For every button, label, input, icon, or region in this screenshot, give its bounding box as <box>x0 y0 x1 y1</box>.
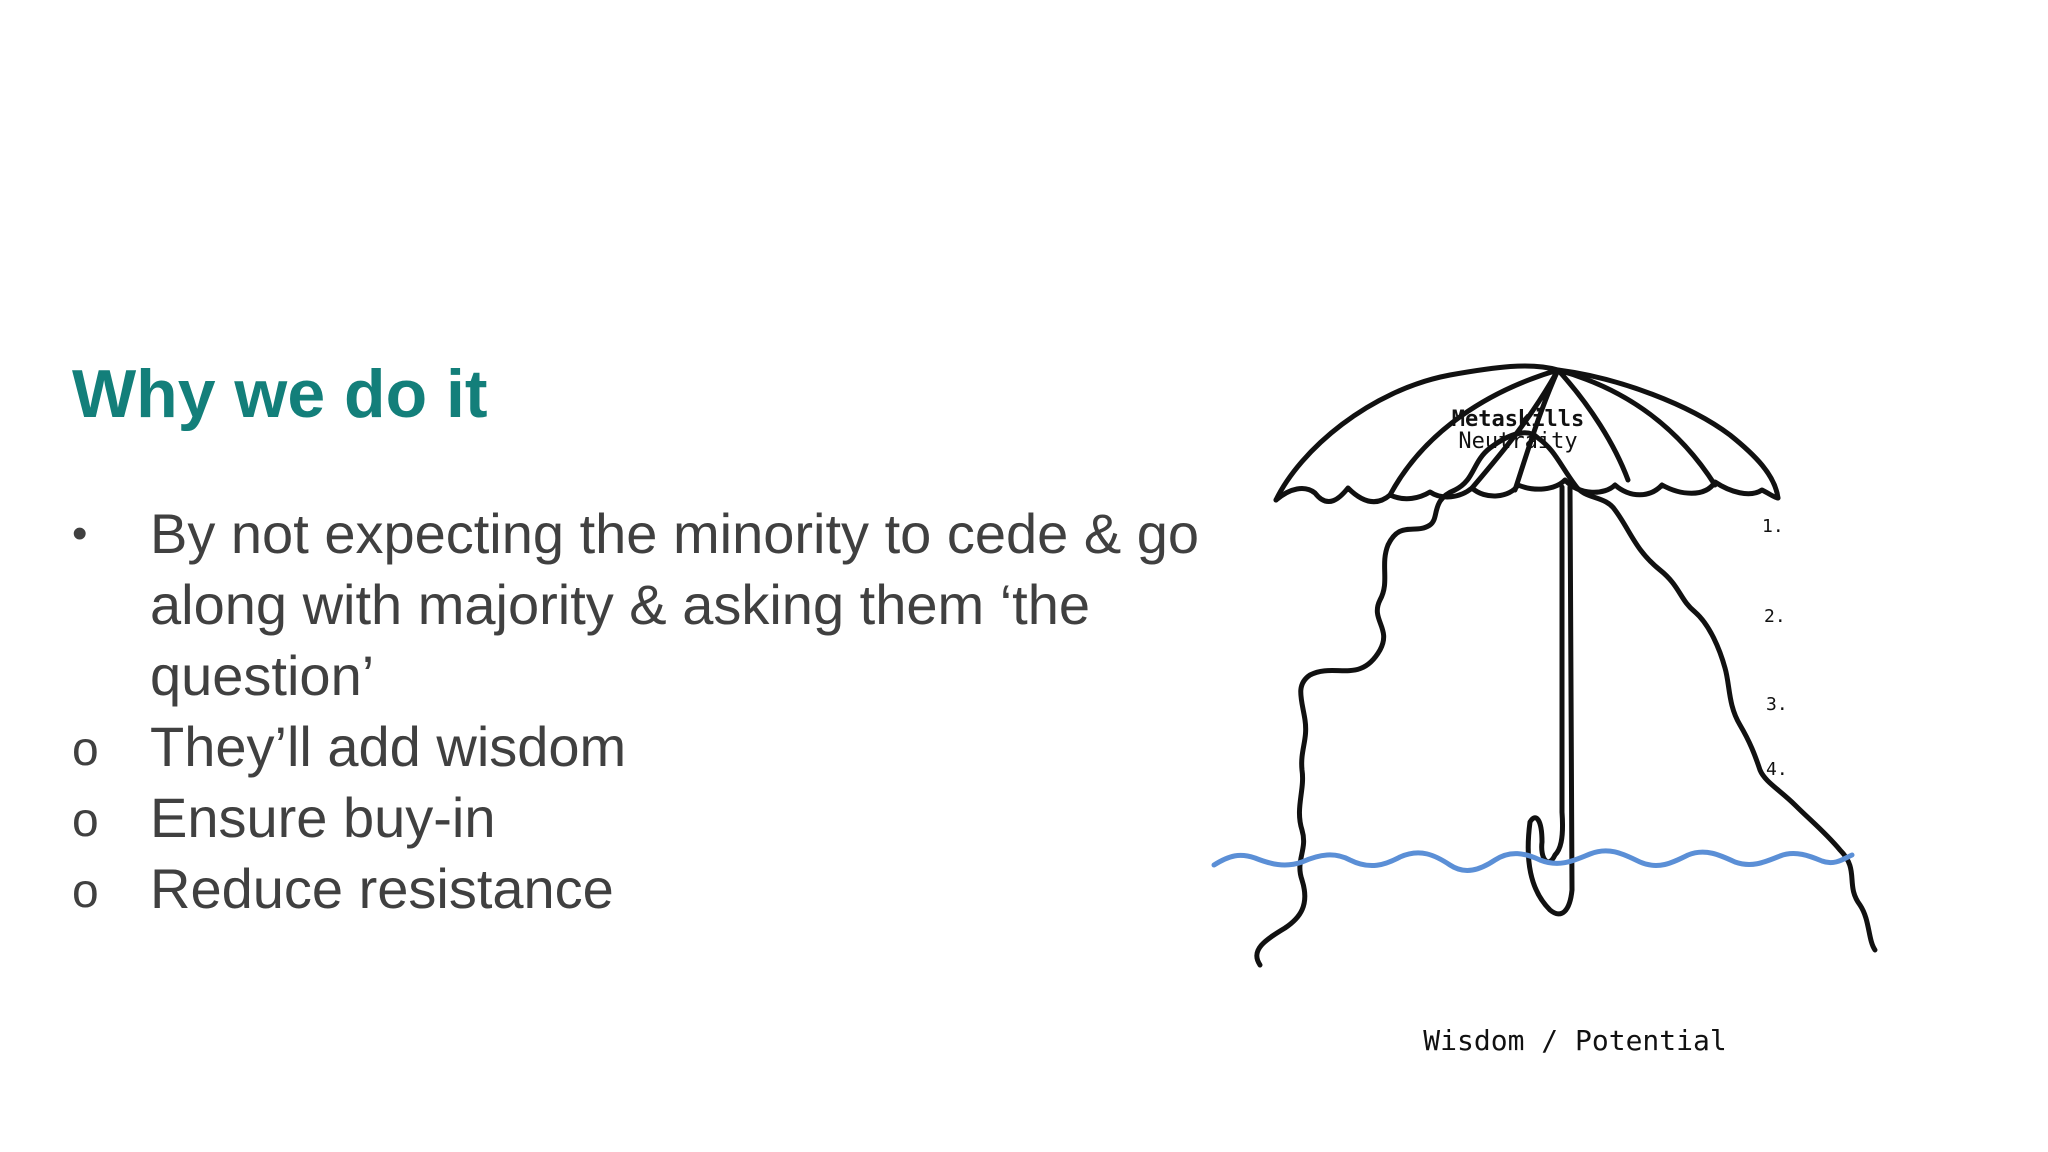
level-label: 2. <box>1764 606 1786 627</box>
bullet-text: They’ll add wisdom <box>150 715 627 778</box>
water-line <box>1211 848 1855 873</box>
sub-bullet-item: o They’ll add wisdom <box>72 711 1212 782</box>
level-label: 3. <box>1766 694 1788 715</box>
sub-bullet-item: o Reduce resistance <box>72 853 1212 924</box>
bullet-dot-icon: • <box>72 509 88 558</box>
bullet-circle-icon: o <box>72 865 99 918</box>
slide-title: Why we do it <box>72 356 488 432</box>
bullet-text: By not expecting the minority to cede & … <box>150 502 1200 707</box>
bullet-circle-icon: o <box>72 723 99 776</box>
level-label: 1. <box>1762 516 1784 537</box>
umbrella-scallops <box>1273 477 1781 505</box>
illustration-caption: Wisdom / Potential <box>1423 1024 1726 1057</box>
bullet-text: Ensure buy-in <box>150 786 496 849</box>
umbrella-iceberg-illustration: Metaskills Neutraity 1. 2. 3. 4. Wisdom … <box>1210 350 1930 1070</box>
iceberg-outline <box>1254 430 1878 968</box>
umbrella-label-top: Metaskills <box>1452 407 1584 432</box>
umbrella-ribs <box>1387 367 1718 498</box>
level-label: 4. <box>1766 759 1788 780</box>
bullet-text: Reduce resistance <box>150 857 614 920</box>
bullet-item: • By not expecting the minority to cede … <box>72 498 1212 711</box>
bullet-circle-icon: o <box>72 794 99 847</box>
umbrella-label-bottom: Neutraity <box>1458 429 1577 454</box>
umbrella-iceberg-sketch: Metaskills Neutraity 1. 2. 3. 4. Wisdom … <box>1211 363 1878 1057</box>
bullet-list: • By not expecting the minority to cede … <box>72 498 1212 924</box>
umbrella-shaft <box>1525 484 1575 917</box>
sub-bullet-item: o Ensure buy-in <box>72 782 1212 853</box>
